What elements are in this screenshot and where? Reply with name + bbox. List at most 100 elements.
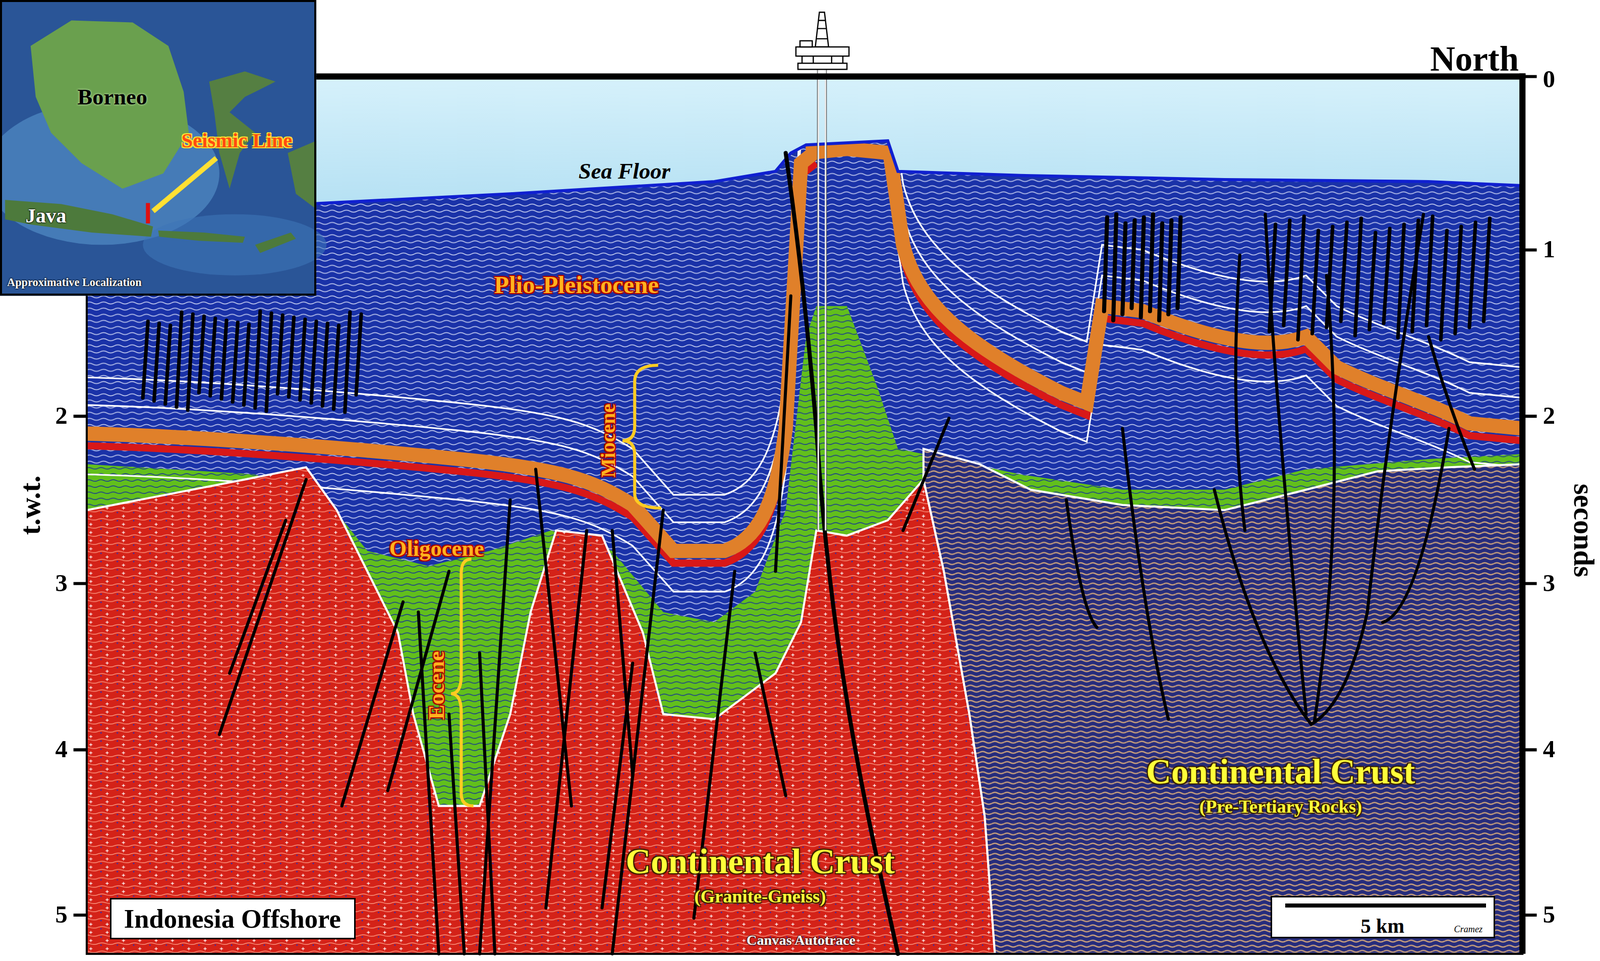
fault-line [1455,226,1462,334]
fault-line [1104,217,1108,312]
axis-number: 2 [1543,402,1556,431]
fault-line [311,321,317,404]
age-braces [450,365,662,807]
fault-line [1297,216,1304,340]
miocene-brace [622,365,662,508]
scale-bar-box: 5 km Cramez [1270,895,1496,939]
map-callout: Seismic Line [181,129,293,153]
scale-label: 5 km [1360,914,1405,939]
fault-line [1312,230,1319,334]
well-bore [817,63,818,531]
rig-cabin [800,40,813,47]
map-java [5,199,153,237]
well [817,63,827,531]
top-bar [316,73,1526,80]
rig-deck [795,46,849,56]
axis-number: 2 [54,402,68,431]
fault-line [243,324,249,406]
fault-line [187,314,193,411]
axis-number: 5 [1543,900,1556,930]
fault-line [1150,214,1154,312]
fault-line [1440,230,1447,340]
map-borneo [30,20,190,189]
age-label: Eocene [423,651,450,720]
fault-line [1382,428,1449,622]
fault-line [1412,220,1419,332]
fault-line [902,418,949,531]
fault-line [1426,216,1433,326]
miocene-orange-band [889,152,1523,429]
age-label: Miocene [596,403,620,478]
fault-line [333,325,339,410]
axis-number: 3 [54,569,68,598]
fault-line [1140,217,1145,318]
fault-line [1168,220,1172,315]
fault-line [755,652,786,796]
fault-line [1326,226,1333,328]
fault-line [479,652,495,954]
fault-line [1397,224,1404,338]
fault-line [1314,275,1335,723]
crust-label: Continental Crust [1146,752,1415,792]
fault-line [356,314,362,395]
fault-line [142,321,148,398]
fault-line [165,325,171,405]
fault-line [1369,232,1376,330]
axis-number: 3 [1543,569,1556,598]
fault-line [1159,223,1163,321]
fault-line [266,313,272,412]
fault-line [1269,224,1276,332]
rig-pontoon [797,63,847,70]
fault-line [1066,499,1098,628]
fault-line [1177,217,1181,309]
crust-sublabel: (Granite-Gneiss) [694,886,827,908]
fault-line [153,323,159,402]
granite-basement [86,467,995,954]
crust-label: Continental Crust [625,841,895,882]
faults [142,152,1490,954]
fault-line [219,479,307,735]
rig-derrick [815,12,829,47]
fault-line [1122,428,1169,719]
seismic-line-arrow [152,157,216,211]
fault-line [232,322,238,403]
author-credit: Cramez [1454,924,1483,935]
fault-line [535,469,572,806]
scale-bar [1285,903,1487,908]
axis-number: 4 [54,735,68,764]
seismic-line-marker [145,202,150,223]
fault-line [277,315,283,394]
well-bore [826,63,827,531]
fault-line [221,320,227,399]
title-text: Indonesia Offshore [124,903,341,934]
fault-line [345,312,351,413]
fault-line [176,312,182,408]
inset-map [0,0,327,296]
map-sunda-islands [158,230,246,243]
map-label: Java [25,204,67,228]
fault-line [300,319,306,400]
fault-line [1214,214,1424,725]
fault-line [341,601,404,806]
well-bore [824,63,827,531]
fault-line [1283,220,1290,326]
fault-line [1354,218,1361,336]
direction-label: North [1430,39,1519,80]
fault-line [1265,214,1306,715]
map-caption: Approximative Localization [7,275,142,290]
rig-legs [802,55,843,64]
fault-line [288,317,294,397]
right-axis [1519,73,1526,954]
fault-line [1483,218,1490,322]
inset-map: BorneoSeismic LineJavaApproximative Loca… [0,0,317,296]
eocene-green-fill [86,306,1523,954]
fault-line [198,316,204,393]
fault-line [612,509,664,954]
map-shelf [142,214,327,276]
eocene-brace [450,558,474,806]
crust-sublabel: (Pre-Tertiary Rocks) [1199,796,1362,818]
fault-line [1469,222,1476,328]
axis-number: 0 [1543,65,1556,94]
